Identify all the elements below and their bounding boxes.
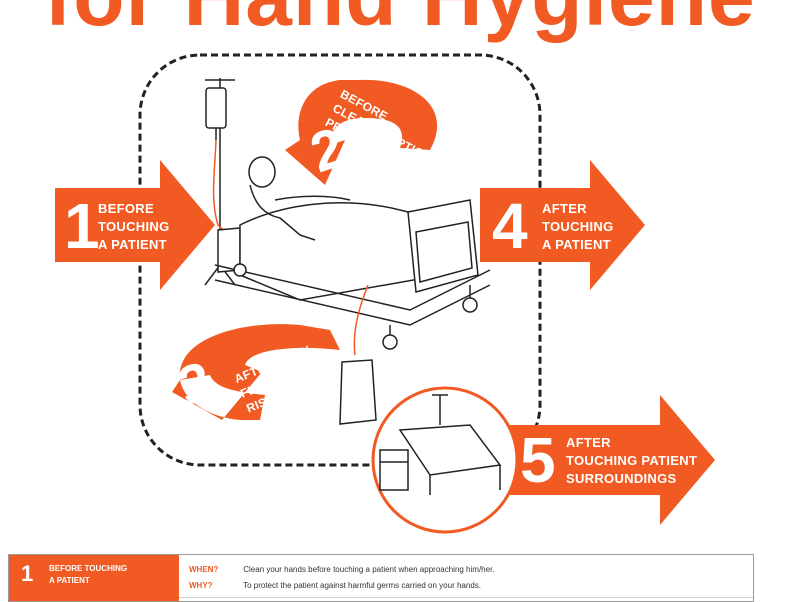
table-row-when: WHEN? Clean your hands before touching a…	[189, 565, 495, 575]
table-moment-label-line: BEFORE TOUCHING	[49, 564, 128, 573]
table-moment-cell: 1 BEFORE TOUCHING A PATIENT	[9, 555, 179, 601]
table-divider	[179, 597, 753, 598]
patient-icon	[248, 156, 351, 241]
moment-1-arrow	[55, 160, 215, 290]
why-label: WHY?	[189, 581, 213, 590]
moment-5-arrow	[500, 395, 715, 525]
table-row-why: WHY? To protect the patient against harm…	[189, 581, 481, 591]
when-label: WHEN?	[189, 565, 219, 574]
moment-4-label-line: AFTER	[542, 201, 587, 216]
table-moment-label: BEFORE TOUCHING A PATIENT	[49, 563, 159, 587]
moment-3-arrow	[172, 324, 340, 420]
moments-table: 1 BEFORE TOUCHING A PATIENT WHEN? Clean …	[8, 554, 754, 602]
moment-1-label-line: BEFORE	[98, 201, 154, 216]
moment-5-label-line: SURROUNDINGS	[566, 471, 677, 486]
moment-1-label: BEFORE TOUCHING A PATIENT	[98, 200, 170, 254]
why-text: To protect the patient against harmful g…	[243, 581, 481, 590]
bedside-table-icon	[379, 394, 502, 495]
moment-4-label-line: A PATIENT	[542, 237, 611, 252]
moment-4-label-line: TOUCHING	[542, 219, 614, 234]
moment-1-label-line: TOUCHING	[98, 219, 170, 234]
moment-5-label-line: TOUCHING PATIENT	[566, 453, 698, 468]
moment-4-arrow	[480, 160, 645, 290]
urine-bag-icon	[339, 284, 377, 425]
moment-5-number: 5	[520, 424, 556, 496]
table-moment-number: 1	[21, 561, 34, 586]
moment-1-number: 1	[64, 190, 100, 262]
moment-5-label: AFTER TOUCHING PATIENT SURROUNDINGS	[566, 434, 697, 488]
table-moment-label-line: A PATIENT	[49, 576, 90, 585]
moment-4-number: 4	[492, 190, 528, 262]
moment-4-label: AFTER TOUCHING A PATIENT	[542, 200, 614, 254]
when-text: Clean your hands before touching a patie…	[243, 565, 495, 574]
page-title: for Hand Hygiene	[0, 0, 800, 45]
moment-5-label-line: AFTER	[566, 435, 611, 450]
moment-2-arrow	[285, 79, 438, 185]
moment-1-label-line: A PATIENT	[98, 237, 167, 252]
hospital-bed-icon	[214, 199, 491, 350]
